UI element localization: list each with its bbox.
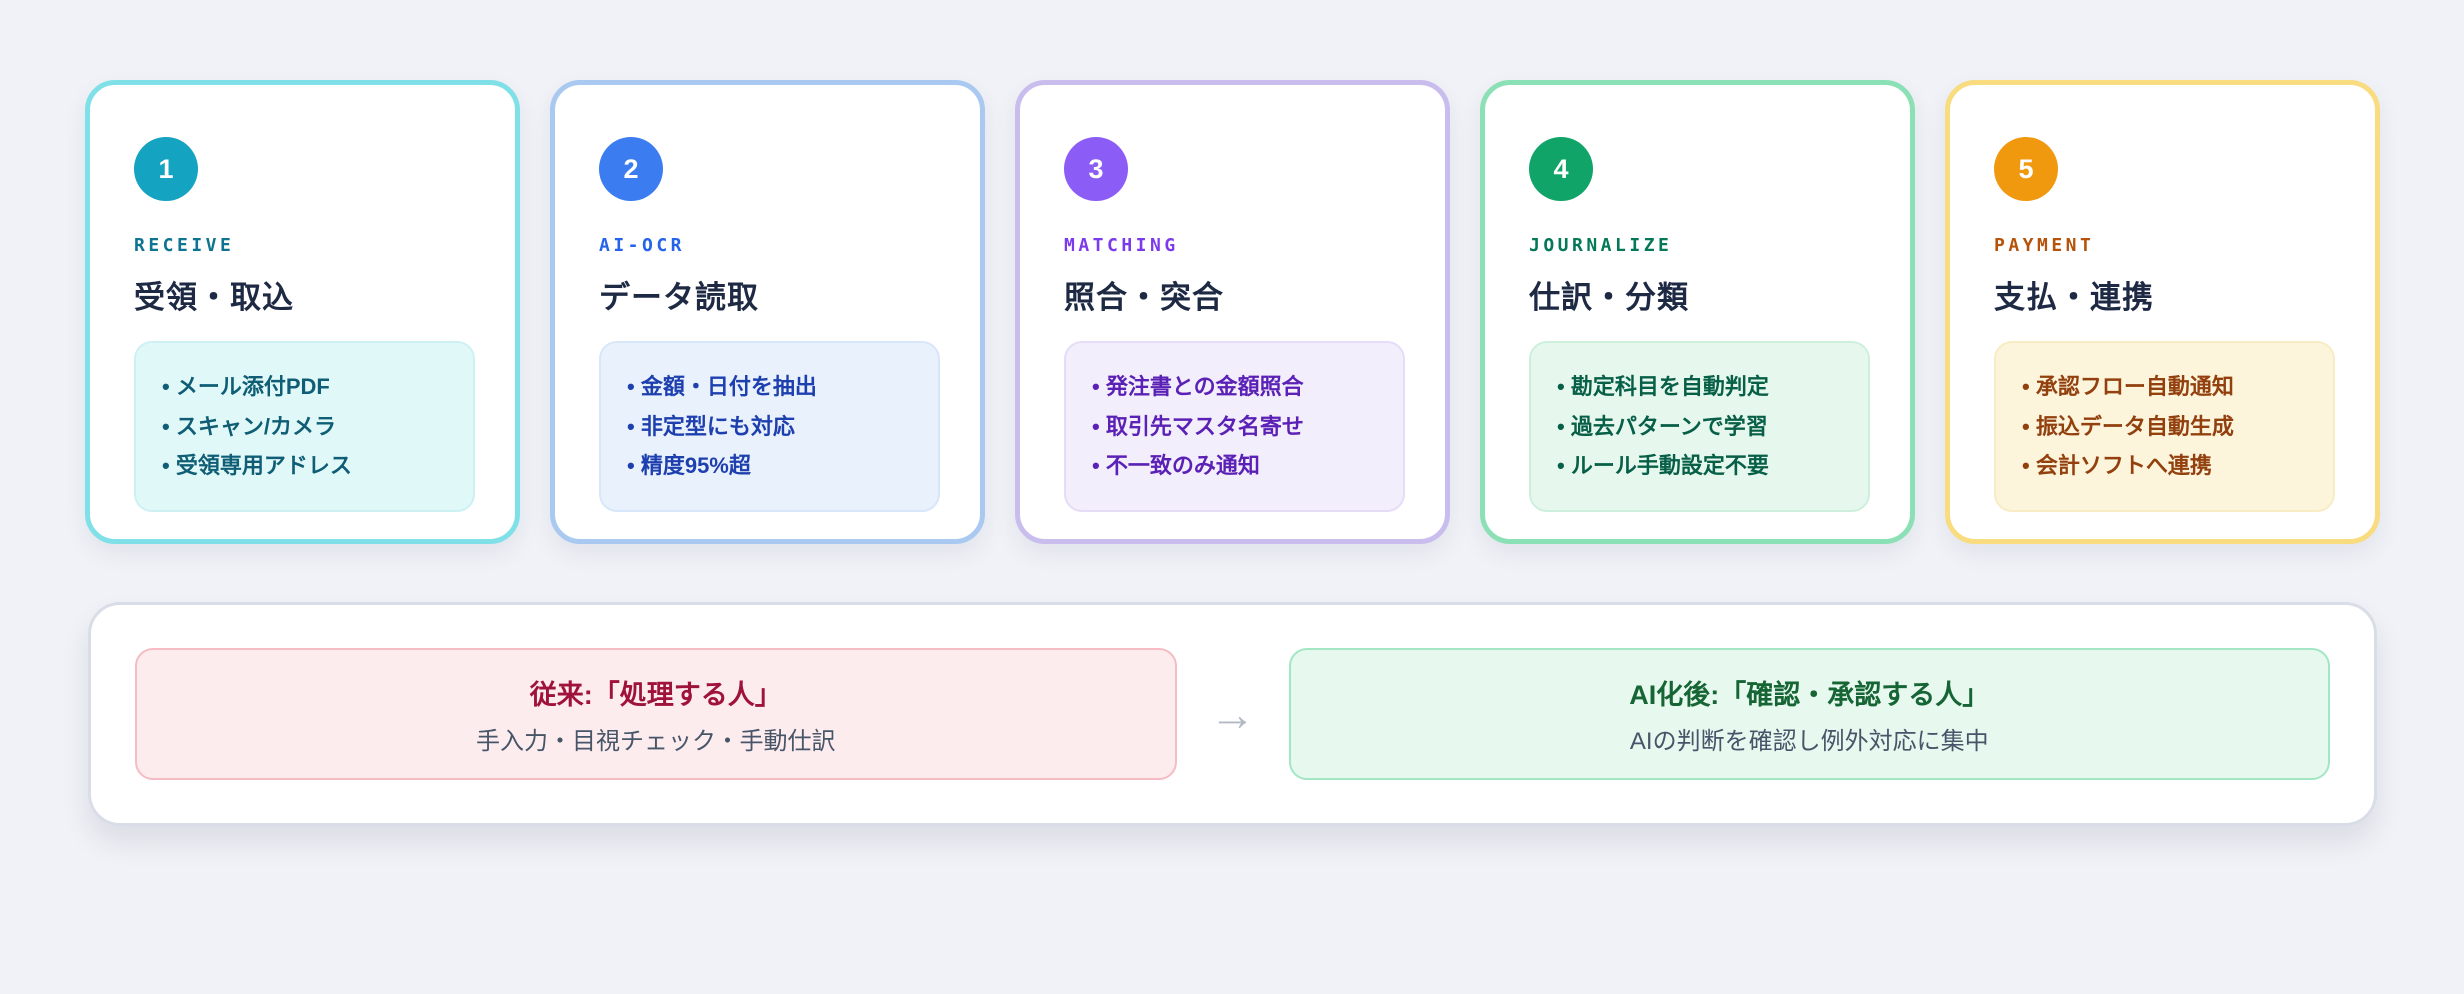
comparison-panel: 従来:「処理する人」 手入力・目視チェック・手動仕訳 → AI化後:「確認・承認… [88,602,2377,826]
step-number-badge: 4 [1529,137,1593,201]
after-title: AI化後:「確認・承認する人」 [1629,679,1990,710]
step-title: 受領・取込 [134,280,294,315]
bullet-item: 金額・日付を抽出 [627,367,918,407]
bullet-item: スキャン/カメラ [162,407,453,447]
step-number: 5 [2018,153,2034,184]
step-bullets: 金額・日付を抽出非定型にも対応精度95%超 [599,341,940,512]
step-number-badge: 3 [1064,137,1128,201]
step-bullets: 発注書との金額照合取引先マスタ名寄せ不一致のみ通知 [1064,341,1405,512]
bullet-item: 受領専用アドレス [162,446,453,486]
arrow-right-icon: → [1209,688,1256,740]
bullet-item: 発注書との金額照合 [1092,367,1383,407]
step-number-badge: 1 [134,137,198,201]
step-number-badge: 5 [1994,137,2058,201]
process-steps-row: 1 RECEIVE 受領・取込 メール添付PDFスキャン/カメラ受領専用アドレス… [85,80,2380,544]
bullet-item: 振込データ自動生成 [2022,407,2313,447]
step-number: 1 [158,153,174,184]
bullet-item: メール添付PDF [162,367,453,407]
step-card: 1 RECEIVE 受領・取込 メール添付PDFスキャン/カメラ受領専用アドレス [85,80,520,544]
bullet-item: 過去パターンで学習 [1557,407,1848,447]
step-card: 4 JOURNALIZE 仕訳・分類 勘定科目を自動判定過去パターンで学習ルール… [1480,80,1915,544]
before-box: 従来:「処理する人」 手入力・目視チェック・手動仕訳 [135,648,1177,780]
step-bullets: 勘定科目を自動判定過去パターンで学習ルール手動設定不要 [1529,341,1870,512]
step-label: MATCHING [1064,235,1179,256]
bullet-item: 精度95%超 [627,446,918,486]
bullet-item: ルール手動設定不要 [1557,446,1848,486]
after-subtitle: AIの判断を確認し例外対応に集中 [1629,727,1989,755]
bullet-item: 取引先マスタ名寄せ [1092,407,1383,447]
step-number: 4 [1553,153,1569,184]
step-title: 支払・連携 [1994,280,2154,315]
step-label: JOURNALIZE [1529,235,1673,256]
step-bullets: メール添付PDFスキャン/カメラ受領専用アドレス [134,341,475,512]
step-number: 2 [623,153,639,184]
before-title: 従来:「処理する人」 [529,679,782,710]
step-title: 照合・突合 [1064,280,1224,315]
step-card: 3 MATCHING 照合・突合 発注書との金額照合取引先マスタ名寄せ不一致のみ… [1015,80,1450,544]
step-bullets: 承認フロー自動通知振込データ自動生成会計ソフトへ連携 [1994,341,2335,512]
step-card: 2 AI-OCR データ読取 金額・日付を抽出非定型にも対応精度95%超 [550,80,985,544]
step-number: 3 [1088,153,1104,184]
step-label: AI-OCR [599,235,686,256]
bullet-item: 不一致のみ通知 [1092,446,1383,486]
step-title: 仕訳・分類 [1529,280,1689,315]
step-label: PAYMENT [1994,235,2095,256]
after-box: AI化後:「確認・承認する人」 AIの判断を確認し例外対応に集中 [1288,648,2330,780]
bullet-item: 会計ソフトへ連携 [2022,446,2313,486]
step-title: データ読取 [599,280,759,315]
bullet-item: 承認フロー自動通知 [2022,367,2313,407]
step-card: 5 PAYMENT 支払・連携 承認フロー自動通知振込データ自動生成会計ソフトへ… [1945,80,2380,544]
bullet-item: 非定型にも対応 [627,407,918,447]
before-subtitle: 手入力・目視チェック・手動仕訳 [475,727,836,755]
step-label: RECEIVE [134,235,235,256]
bullet-item: 勘定科目を自動判定 [1557,367,1848,407]
step-number-badge: 2 [599,137,663,201]
